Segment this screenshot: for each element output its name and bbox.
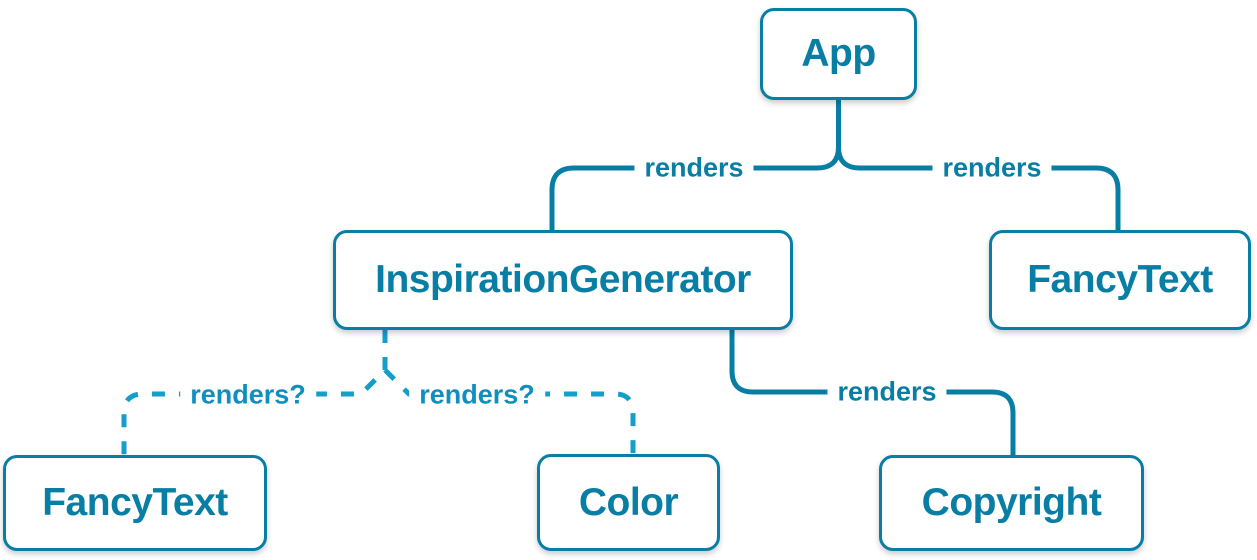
node-app-label: App: [801, 32, 876, 75]
edge-label-renders-question-color: renders?: [409, 377, 545, 413]
node-copyright: Copyright: [879, 455, 1144, 551]
node-fancy-text-bottom: FancyText: [3, 455, 267, 551]
edge-label-renders-inspirationgenerator-copyright: renders: [827, 374, 947, 410]
node-fancy-text-bottom-label: FancyText: [42, 481, 228, 524]
node-inspiration-generator: InspirationGenerator: [333, 230, 793, 330]
edge-label-renders-question-fancytext: renders?: [180, 377, 316, 413]
node-color: Color: [537, 454, 720, 551]
edge-inspirationgenerator-to-color-dashed: [383, 368, 636, 456]
node-inspiration-generator-label: InspirationGenerator: [375, 258, 751, 301]
node-copyright-label: Copyright: [921, 481, 1102, 524]
node-fancy-text-top-label: FancyText: [1027, 258, 1213, 301]
node-color-label: Color: [578, 480, 679, 524]
node-app: App: [760, 8, 917, 100]
node-fancy-text-top: FancyText: [989, 230, 1251, 330]
edge-label-renders-app-inspirationgenerator: renders: [634, 150, 754, 186]
edge-label-renders-app-fancytext: renders: [932, 150, 1052, 186]
